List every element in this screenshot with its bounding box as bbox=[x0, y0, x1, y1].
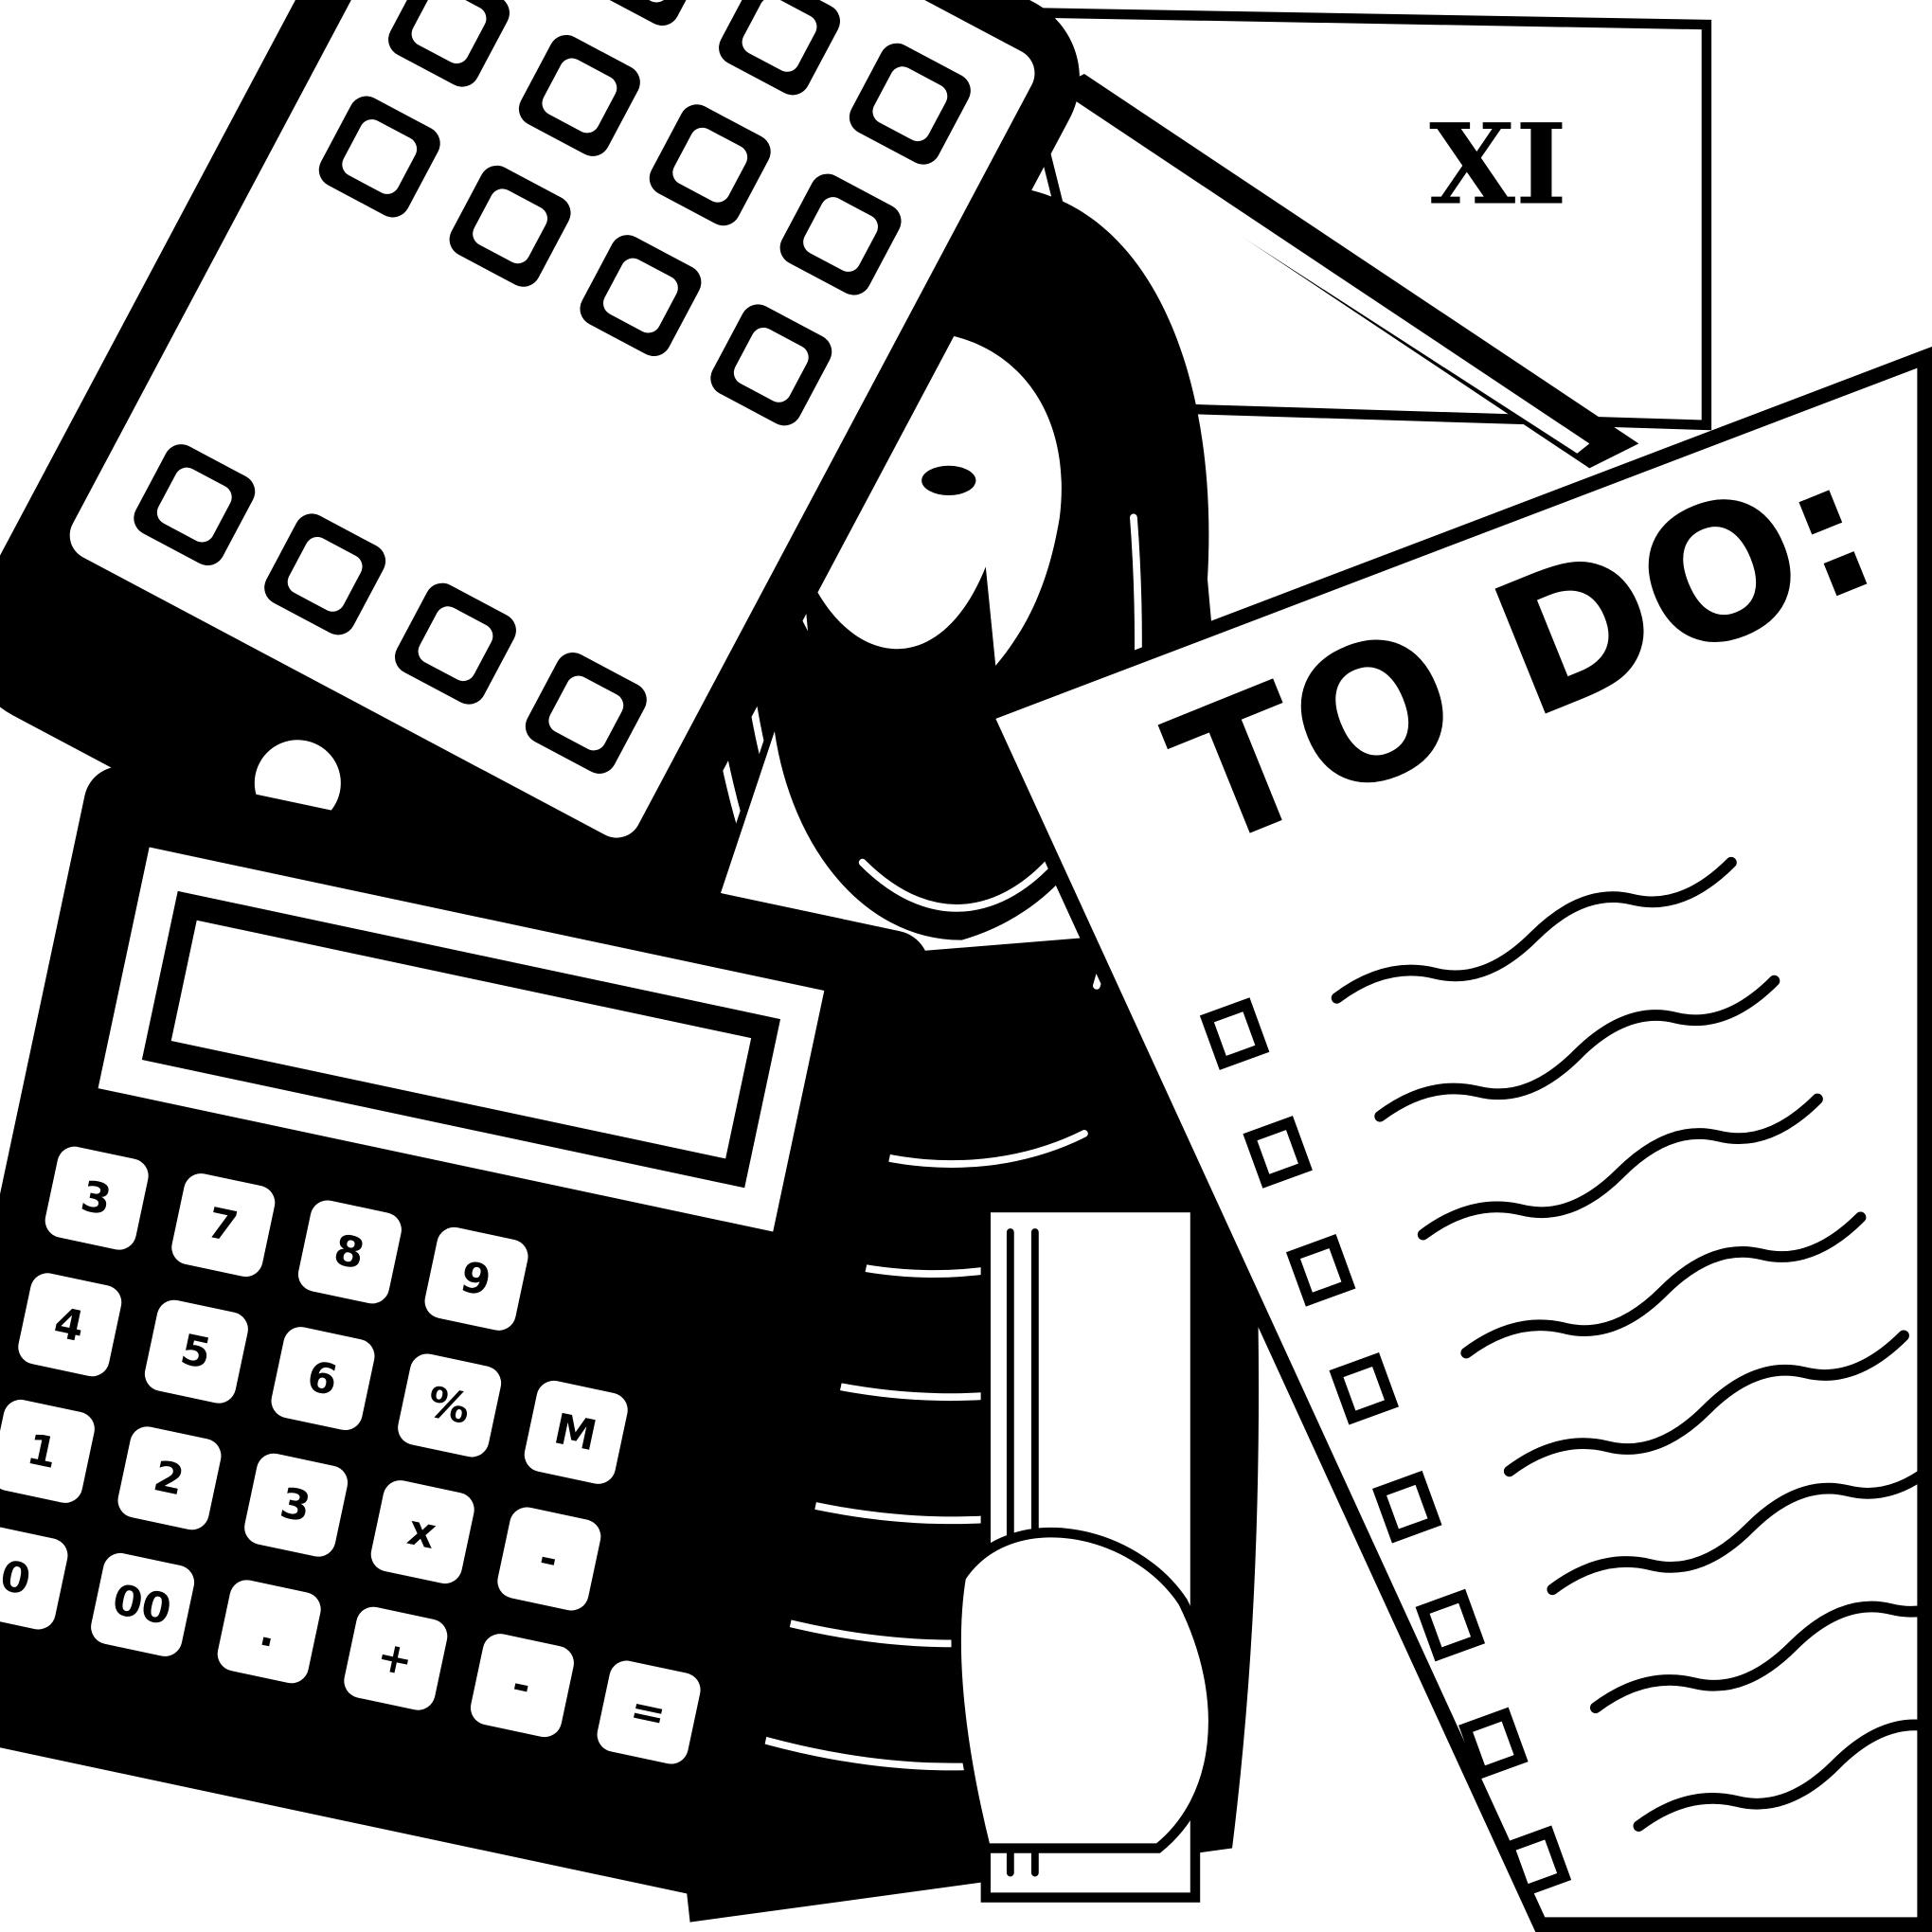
calculator-key[interactable] bbox=[468, 1631, 578, 1741]
calculator-key-label: 00 bbox=[108, 1576, 175, 1636]
app-icon-glyph bbox=[733, 327, 809, 402]
calculator-key[interactable] bbox=[169, 1171, 278, 1280]
calculator-key-label: M bbox=[550, 1404, 601, 1460]
calculator-key[interactable] bbox=[0, 1397, 98, 1507]
calculator-key-label: % bbox=[423, 1378, 474, 1434]
app-icon-glyph bbox=[742, 0, 817, 72]
app-icon-glyph bbox=[872, 66, 948, 142]
todo-item-line bbox=[1633, 1719, 1932, 1832]
calculator-key[interactable] bbox=[115, 1423, 224, 1533]
calculator-key[interactable] bbox=[494, 1504, 604, 1614]
calculator-key[interactable] bbox=[295, 1197, 405, 1307]
app-icon-grid bbox=[134, 0, 971, 774]
todo-checkbox[interactable] bbox=[1329, 1351, 1399, 1425]
calculator-key[interactable] bbox=[142, 1297, 252, 1406]
todo-checkbox[interactable] bbox=[1199, 997, 1270, 1070]
todo-item-line bbox=[1331, 856, 1737, 1004]
app-icon-glyph bbox=[603, 258, 678, 333]
todo-checkbox[interactable] bbox=[1372, 1470, 1442, 1544]
todo-item-line bbox=[1417, 1093, 1823, 1241]
calculator-key[interactable] bbox=[15, 1270, 125, 1380]
calculator-key[interactable] bbox=[421, 1224, 531, 1333]
calculator-key[interactable] bbox=[214, 1577, 324, 1687]
app-icon-glyph bbox=[473, 188, 547, 264]
calculator-key[interactable] bbox=[521, 1378, 631, 1488]
calculator-key[interactable] bbox=[594, 1657, 704, 1767]
calculator-key[interactable] bbox=[88, 1550, 198, 1660]
pen bbox=[1034, 74, 1639, 469]
app-icon-glyph bbox=[548, 675, 624, 751]
roman-numeral: XI bbox=[1429, 99, 1567, 230]
todo-checkbox[interactable] bbox=[1285, 1234, 1356, 1307]
calculator-key[interactable] bbox=[367, 1477, 477, 1587]
app-icon-glyph bbox=[803, 197, 878, 272]
todo-checkbox[interactable] bbox=[1501, 1825, 1572, 1899]
calculator-key[interactable] bbox=[0, 1523, 71, 1633]
calculator-key[interactable] bbox=[268, 1324, 378, 1434]
app-icon-glyph bbox=[287, 536, 363, 612]
calculator-key[interactable] bbox=[42, 1143, 152, 1253]
calculator-key[interactable] bbox=[395, 1351, 505, 1460]
todo-item-line bbox=[1374, 975, 1780, 1122]
calculator-key[interactable] bbox=[242, 1450, 351, 1560]
app-icon-glyph bbox=[156, 467, 232, 543]
app-icon-glyph bbox=[411, 0, 487, 64]
todo-item-line bbox=[1460, 1211, 1867, 1359]
app-icon-glyph bbox=[672, 127, 748, 203]
todo-checkbox[interactable] bbox=[1243, 1116, 1313, 1189]
app-icon-glyph bbox=[418, 606, 493, 682]
app-icon-glyph bbox=[342, 119, 418, 194]
todo-item-line bbox=[1547, 1459, 1932, 1596]
calculator-key[interactable] bbox=[341, 1603, 451, 1713]
todo-item-line bbox=[1589, 1601, 1932, 1714]
todo-item-line bbox=[1503, 1330, 1909, 1477]
smartphone bbox=[0, 0, 1080, 992]
app-icon-glyph bbox=[542, 58, 617, 134]
todo-checkbox[interactable] bbox=[1415, 1588, 1486, 1662]
todo-checkbox[interactable] bbox=[1458, 1707, 1529, 1780]
hand bbox=[951, 1528, 1219, 1853]
